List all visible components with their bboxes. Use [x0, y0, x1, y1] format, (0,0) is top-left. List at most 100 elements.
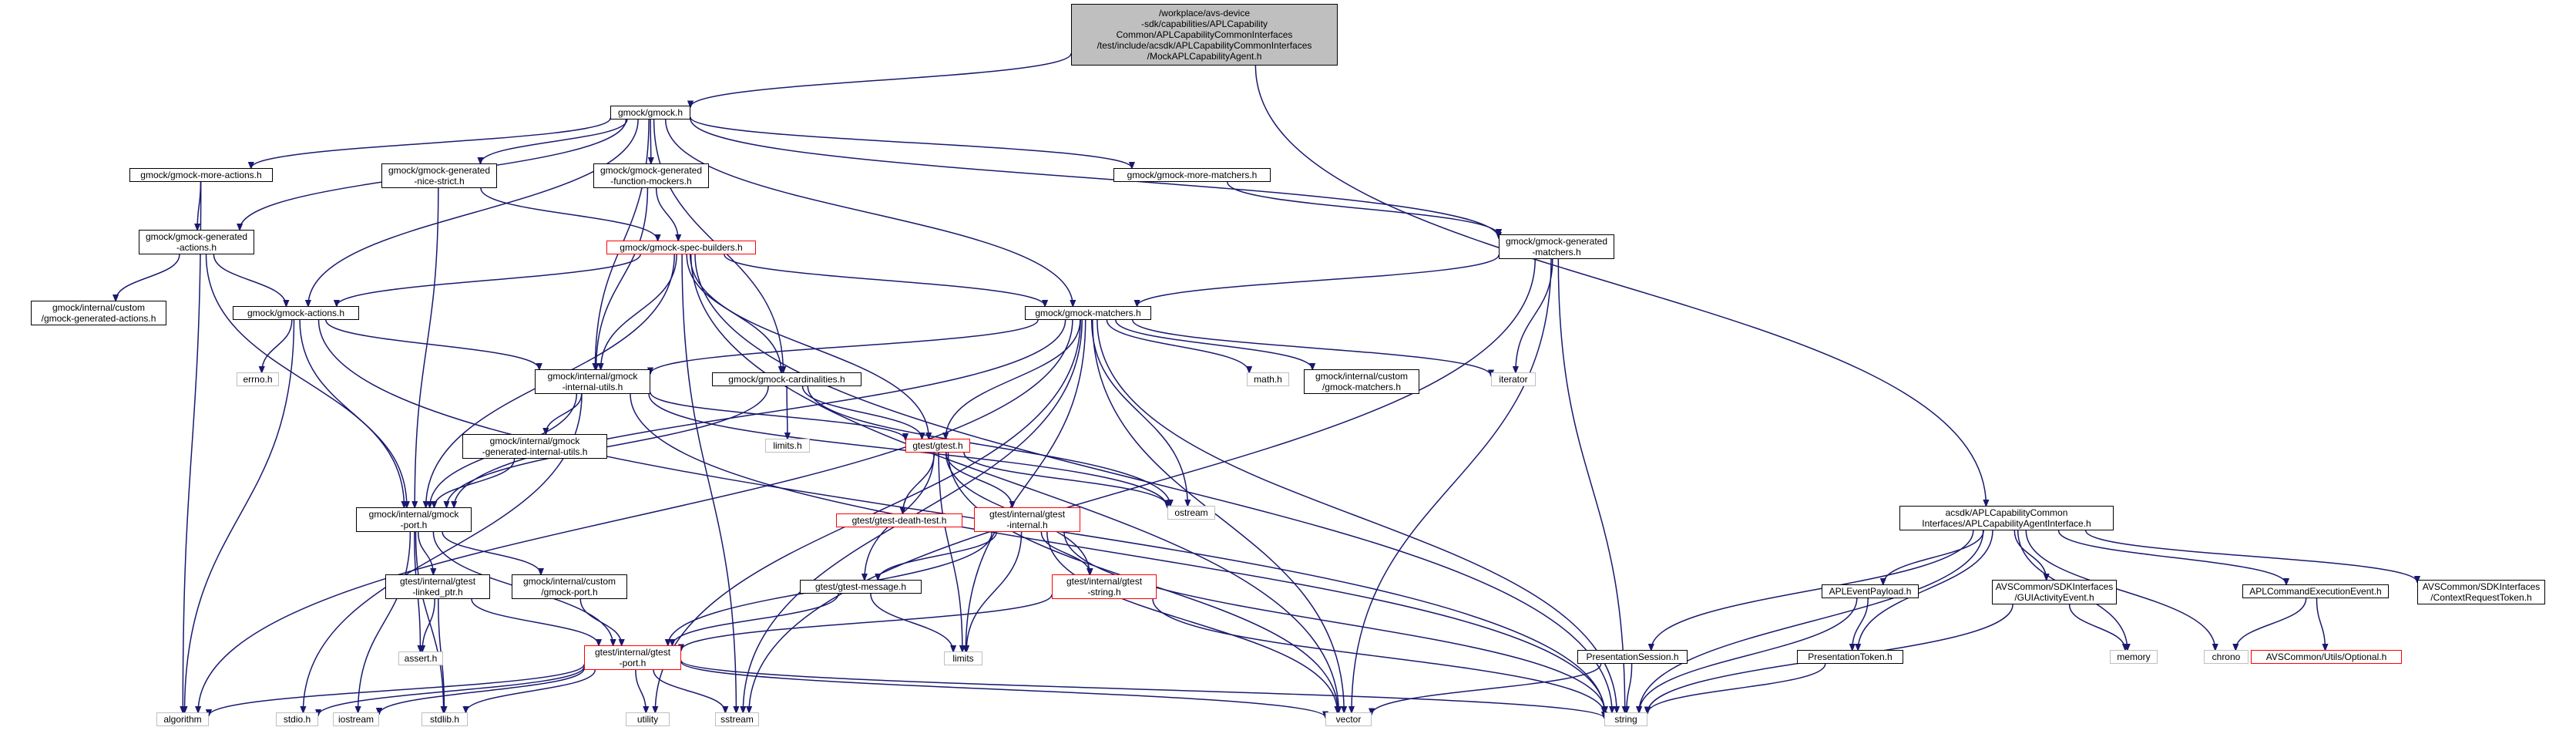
- edge-gmock_port-to-custom_port: [442, 531, 541, 574]
- node-gmock-more-actions[interactable]: gmock/gmock-more-actions.h: [129, 168, 273, 182]
- edge-gtest_internal-to-string: [1063, 531, 1605, 712]
- node-context-request-token[interactable]: AVSCommon/SDKInterfaces /ContextRequestT…: [2417, 580, 2545, 604]
- edge-gmock-to-more_actions: [251, 117, 611, 168]
- edge-event_payload-to-presentation_token: [1852, 598, 1869, 650]
- edge-gmock_actions-to-gmock_port: [299, 319, 407, 507]
- edge-acsdk_iface-to-context_token: [2084, 530, 2417, 582]
- edge-spec_builders-to-sstream: [681, 254, 736, 712]
- node-gmock-port[interactable]: gmock/internal/gmock -port.h: [356, 507, 472, 532]
- edge-gtest_port-to-string: [680, 660, 1604, 718]
- node-chrono: chrono: [2204, 650, 2249, 664]
- edge-gtest_port-to-stdio: [318, 666, 585, 715]
- edge-gmock_actions-to-errno: [262, 319, 293, 372]
- edge-gmock_matchers-to-string: [1097, 319, 1617, 712]
- node-gtest-linked-ptr[interactable]: gtest/internal/gtest -linked_ptr.h: [385, 574, 490, 599]
- edge-presentation_session-to-vector: [1372, 663, 1602, 714]
- edge-gmock_matchers-to-iterator: [1132, 319, 1491, 376]
- node-gmock-spec-builders[interactable]: gmock/gmock-spec-builders.h: [606, 241, 756, 254]
- edge-gtest_message-to-gtest_port: [673, 593, 839, 645]
- node-memory: memory: [2110, 650, 2158, 664]
- node-ostream: ostream: [1167, 506, 1215, 520]
- edge-acsdk_iface-to-chrono: [2025, 530, 2215, 650]
- edge-internal_utils-to-string: [630, 393, 1604, 712]
- node-presentation-token[interactable]: PresentationToken.h: [1797, 650, 1903, 664]
- node-apl-capability-agent-interface[interactable]: acsdk/APLCapabilityCommon Interfaces/APL…: [1899, 506, 2114, 530]
- edge-gui_activity-to-memory: [2068, 604, 2125, 650]
- edge-gtest_port-to-utility: [635, 669, 646, 712]
- node-apl-command-execution-event[interactable]: APLCommandExecutionEvent.h: [2242, 584, 2389, 598]
- edge-gen_matchers-to-sstream: [749, 258, 1536, 712]
- edge-gtest_internal-to-gtest_string: [1040, 531, 1090, 574]
- node-mock-apl-capability-agent[interactable]: /workplace/avs-device -sdk/capabilities/…: [1071, 4, 1338, 66]
- edge-root-to-acsdk_iface: [1254, 65, 1986, 506]
- node-gmock-generated-internal-utils[interactable]: gmock/internal/gmock -generated-internal…: [462, 434, 607, 459]
- edge-gtest-to-gtest_internal: [945, 452, 1013, 507]
- node-gmock-generated-function-mockers[interactable]: gmock/gmock-generated -function-mockers.…: [593, 163, 709, 188]
- node-presentation-session[interactable]: PresentationSession.h: [1577, 650, 1688, 664]
- node-gmock-h[interactable]: gmock/gmock.h: [610, 106, 690, 120]
- edge-linked_ptr-to-assert: [422, 598, 435, 651]
- node-assert-h: assert.h: [398, 651, 443, 665]
- node-stdio-h: stdio.h: [276, 712, 318, 726]
- edge-gmock_matchers-to-gmock_port: [454, 319, 1066, 507]
- edge-acsdk_iface-to-presentation_session: [1651, 530, 1974, 650]
- node-gtest-string[interactable]: gtest/internal/gtest -string.h: [1052, 574, 1157, 599]
- node-avscommon-optional[interactable]: AVSCommon/Utils/Optional.h: [2251, 650, 2402, 664]
- edge-gmock_matchers-to-math: [1106, 319, 1249, 372]
- edge-more_matchers-to-gen_matchers: [1227, 181, 1499, 235]
- edge-spec_builders-to-gmock_actions: [337, 254, 641, 306]
- node-gmock-generated-matchers[interactable]: gmock/gmock-generated -matchers.h: [1499, 234, 1614, 259]
- edge-gtest-to-death_test: [903, 452, 935, 513]
- edge-gen_matchers-to-gmock_matchers: [1137, 254, 1500, 306]
- edge-cardinalities-to-limits_h: [787, 385, 788, 439]
- node-iostream: iostream: [333, 712, 379, 726]
- node-gtest-message[interactable]: gtest/gtest-message.h: [800, 580, 922, 594]
- edge-gmock_actions-to-algorithm: [185, 319, 295, 712]
- edge-gmock-to-gmock_actions: [308, 119, 639, 306]
- node-apl-event-payload[interactable]: APLEventPayload.h: [1822, 584, 1919, 598]
- edge-internal_utils-to-gen_internal_utils: [546, 393, 583, 434]
- node-utility: utility: [626, 712, 670, 726]
- edge-gtest_port-to-sstream: [653, 669, 725, 712]
- edge-gmock_matchers-to-vector: [1092, 319, 1344, 712]
- node-custom-gmock-matchers[interactable]: gmock/internal/custom /gmock-matchers.h: [1304, 369, 1419, 394]
- edge-gtest_string-to-string: [1152, 598, 1604, 714]
- node-gui-activity-event[interactable]: AVSCommon/SDKInterfaces /GUIActivityEven…: [1992, 580, 2117, 604]
- node-gtest-port[interactable]: gtest/internal/gtest -port.h: [584, 645, 681, 670]
- edge-gtest_port-to-algorithm: [209, 664, 585, 716]
- edge-event_payload-to-string: [1639, 598, 1858, 712]
- node-gtest-h[interactable]: gtest/gtest.h: [905, 439, 970, 453]
- edge-gtest-to-ostream: [963, 452, 1167, 507]
- node-gmock-matchers[interactable]: gmock/gmock-matchers.h: [1025, 306, 1151, 320]
- edge-gen_actions-to-custom_gen_actions: [116, 254, 180, 301]
- edge-gmock_matchers-to-internal_utils: [650, 319, 1039, 374]
- node-limits-h: limits.h: [765, 439, 810, 453]
- node-algorithm: algorithm: [156, 712, 209, 726]
- edge-gmock-to-gmock_matchers: [664, 119, 1073, 306]
- node-gtest-death-test[interactable]: gtest/gtest-death-test.h: [836, 513, 962, 527]
- edge-gmock-to-func_mockers: [650, 119, 651, 163]
- node-gmock-cardinalities[interactable]: gmock/gmock-cardinalities.h: [712, 372, 861, 386]
- node-gmock-generated-actions[interactable]: gmock/gmock-generated -actions.h: [139, 230, 254, 254]
- edge-presentation_session-to-string: [1627, 663, 1633, 712]
- edge-gen_internal_utils-to-gmock_port: [434, 458, 516, 507]
- edge-acsdk_iface-to-event_payload: [1883, 530, 1984, 584]
- node-gtest-internal[interactable]: gtest/internal/gtest -internal.h: [974, 507, 1080, 532]
- node-custom-gmock-port[interactable]: gmock/internal/custom /gmock-port.h: [512, 574, 627, 599]
- edge-func_mockers-to-internal_utils: [596, 187, 649, 369]
- node-gmock-actions[interactable]: gmock/gmock-actions.h: [233, 306, 359, 320]
- edge-nice_strict-to-gmock_port: [415, 187, 439, 507]
- edge-gmock_matchers-to-gtest: [945, 319, 1081, 439]
- node-custom-gmock-generated-actions[interactable]: gmock/internal/custom /gmock-generated-a…: [31, 301, 166, 325]
- edge-gtest_internal-to-limits: [966, 531, 1023, 651]
- node-gmock-generated-nice-strict[interactable]: gmock/gmock-generated -nice-strict.h: [381, 163, 497, 188]
- node-vector: vector: [1325, 712, 1372, 726]
- node-gmock-internal-utils[interactable]: gmock/internal/gmock -internal-utils.h: [535, 369, 650, 394]
- node-limits: limits: [944, 651, 982, 665]
- node-gmock-more-matchers[interactable]: gmock/gmock-more-matchers.h: [1113, 168, 1271, 182]
- edge-more_actions-to-algorithm: [183, 181, 202, 712]
- edge-spec_builders-to-gtest: [689, 254, 929, 439]
- edge-acsdk_iface-to-presentation_token: [1858, 530, 1993, 650]
- edge-gtest_internal-to-gtest_message: [878, 531, 998, 580]
